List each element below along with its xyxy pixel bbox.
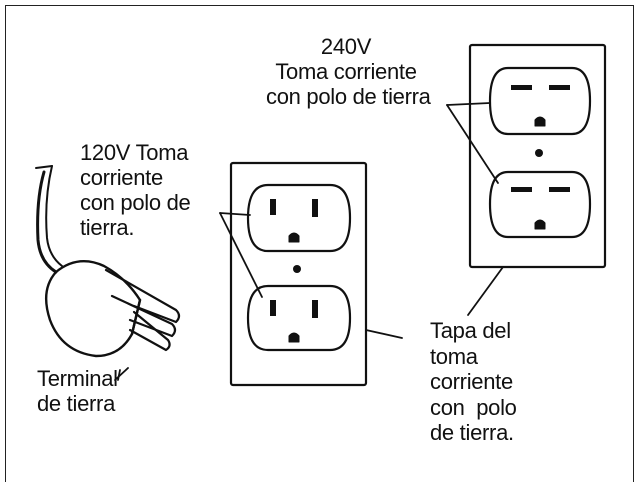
label-240v-line3: con polo de tierra xyxy=(266,84,431,109)
outlet-240v-plate xyxy=(468,43,607,269)
label-120v-line2: corriente xyxy=(80,165,163,190)
outlet-120v-plate xyxy=(229,161,368,387)
leader-lines xyxy=(114,102,504,381)
receptacle-120v-lower xyxy=(246,284,352,352)
receptacle-240v-upper xyxy=(488,66,592,136)
label-120v-line1: 120V Toma xyxy=(80,140,189,165)
label-120v-line3: con polo de xyxy=(80,190,191,215)
label-terminal-line2: de tierra xyxy=(37,391,116,416)
label-tapa-line5: de tierra. xyxy=(430,420,514,445)
label-tapa: Tapa del toma corriente con polo de tier… xyxy=(430,318,517,446)
receptacle-240v-lower xyxy=(488,170,592,239)
label-240v-line2: Toma corriente xyxy=(275,59,417,84)
label-tapa-line1: Tapa del xyxy=(430,318,511,343)
label-tapa-line4: con polo xyxy=(430,394,517,420)
plate-screw-120v xyxy=(293,265,301,273)
label-terminal-de-tierra: Terminal de tierra xyxy=(37,366,118,416)
label-tapa-line2: toma xyxy=(430,343,478,369)
label-240v-line1: 240V xyxy=(320,34,372,59)
label-240v: 240V Toma corriente con polo de tierra xyxy=(266,34,431,109)
label-tapa-line3: corriente xyxy=(430,369,513,394)
receptacle-120v-upper xyxy=(246,183,352,253)
label-120v: 120V Toma corriente con polo de tierra. xyxy=(80,140,191,240)
figure-frame xyxy=(5,5,634,482)
plate-screw-240v xyxy=(535,149,543,157)
label-terminal-line1: Terminal xyxy=(37,366,118,391)
label-120v-line4: tierra. xyxy=(80,215,135,240)
three-prong-plug xyxy=(35,165,181,358)
